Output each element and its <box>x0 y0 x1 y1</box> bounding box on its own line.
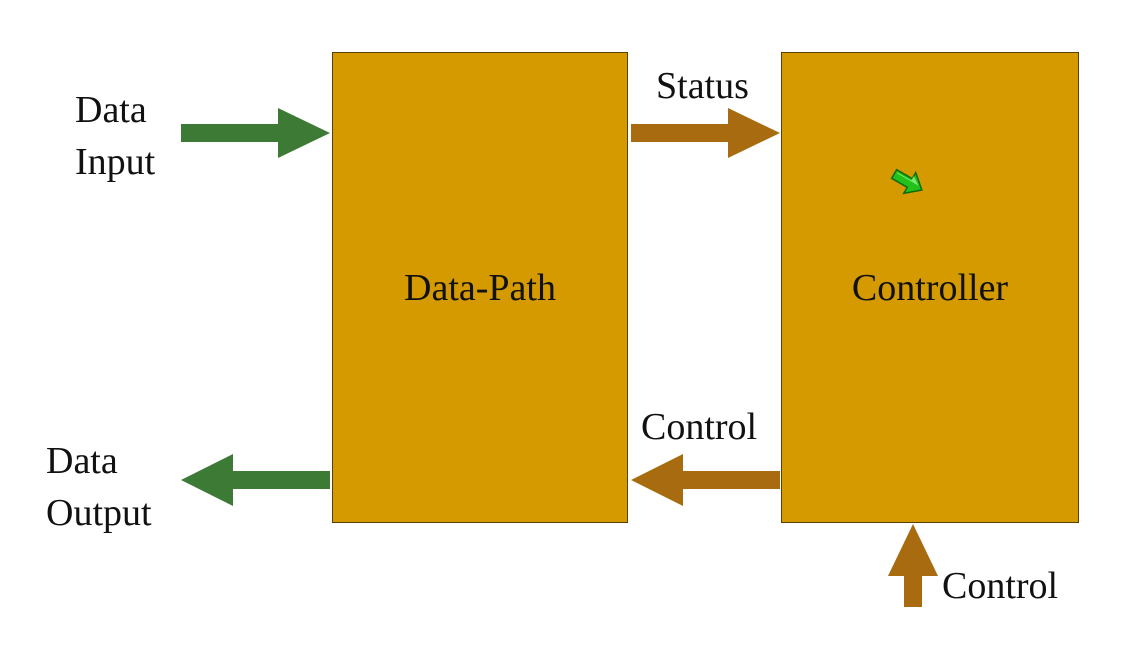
status-label: Status <box>656 65 749 107</box>
controller-block: Controller <box>781 52 1079 523</box>
data-input-arrow <box>181 108 330 158</box>
external-control-label: Control <box>942 565 1059 607</box>
control-arrow-up <box>888 524 938 607</box>
controller-label: Controller <box>851 266 1009 309</box>
control-arrow-left <box>631 454 780 506</box>
data-input-label: Data Input <box>75 84 155 188</box>
data-output-label-line1: Data <box>46 440 118 482</box>
data-output-label: Data Output <box>46 435 152 539</box>
datapath-block: Data-Path <box>332 52 628 523</box>
data-input-label-line1: Data <box>75 89 147 131</box>
datapath-label: Data-Path <box>404 266 556 309</box>
data-input-label-line2: Input <box>75 141 156 183</box>
status-arrow <box>631 108 780 158</box>
data-output-label-line2: Output <box>46 492 152 534</box>
data-output-arrow <box>181 454 330 506</box>
control-signal-label: Control <box>641 406 758 448</box>
pointer-arrow-icon <box>890 168 923 195</box>
